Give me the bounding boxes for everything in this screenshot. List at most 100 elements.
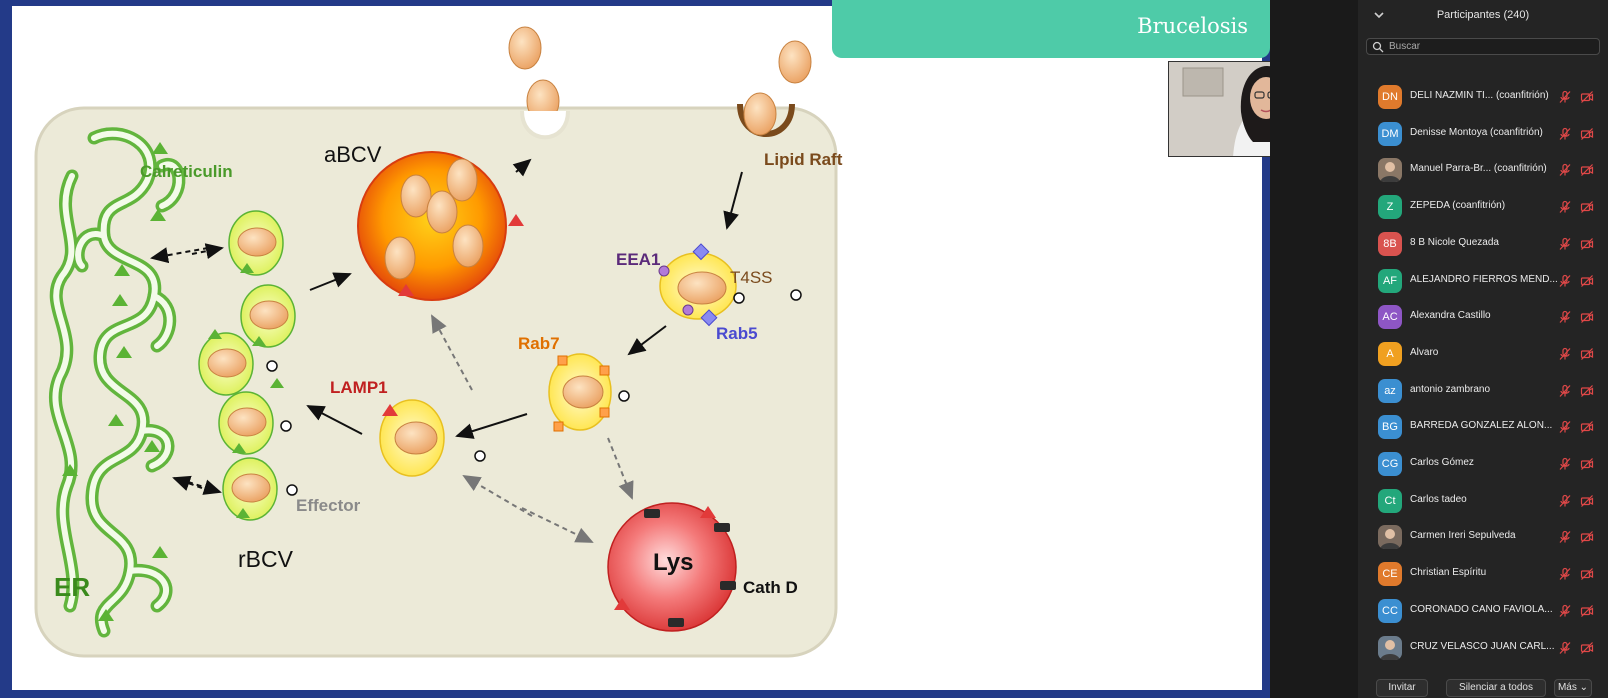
mic-muted-icon[interactable] [1558,604,1572,618]
participant-name: antonio zambrano [1410,383,1491,395]
avatar: CE [1378,562,1402,587]
video-off-icon[interactable] [1580,274,1594,288]
avatar [1378,635,1402,660]
mic-muted-icon[interactable] [1558,274,1572,288]
mic-muted-icon[interactable] [1558,237,1572,251]
avatar: A [1378,341,1402,366]
avatar [1378,158,1402,183]
avatar [1378,525,1402,550]
video-off-icon[interactable] [1580,530,1594,544]
mic-muted-icon[interactable] [1558,530,1572,544]
participant-name: Carlos Gómez [1410,457,1474,468]
mic-muted-icon[interactable] [1558,567,1572,581]
participant-row[interactable]: Manuel Parra-Br... (coanfitrión) [1358,151,1608,188]
invite-button[interactable]: Invitar [1376,679,1428,697]
mute-all-button[interactable]: Silenciar a todos [1446,679,1546,697]
brucella-diagram [34,26,838,658]
avatar: CC [1378,598,1402,623]
mic-muted-icon[interactable] [1558,641,1572,655]
participant-row[interactable]: CC CORONADO CANO FAVIOLA... [1358,592,1608,629]
label-calreticulin: Calreticulin [140,162,233,181]
mic-muted-icon[interactable] [1558,457,1572,471]
participant-name: Carlos tadeo [1410,493,1467,505]
participant-row[interactable]: CE Christian Espíritu [1358,555,1608,592]
participant-name: Manuel Parra-Br... (coanfitrión) [1410,163,1547,175]
video-off-icon[interactable] [1580,420,1594,434]
participant-row[interactable]: DM Denisse Montoya (coanfitrión) [1358,115,1608,152]
search-input[interactable] [1389,39,1594,54]
avatar: AF [1378,268,1402,293]
label-er: ER [54,572,91,602]
video-off-icon[interactable] [1580,384,1594,398]
slide-title-bar: Brucelosis [832,0,1270,58]
participant-row[interactable]: A Alvaro [1358,335,1608,372]
mic-muted-icon[interactable] [1558,163,1572,177]
chevron-down-icon[interactable] [1372,8,1386,22]
search-box[interactable] [1366,38,1600,55]
label-t4ss: T4SS [730,268,773,287]
mic-muted-icon[interactable] [1558,200,1572,214]
participant-name: 8 B Nicole Quezada [1410,236,1499,248]
participant-row[interactable]: az antonio zambrano [1358,372,1608,409]
participant-name: CRUZ VELASCO JUAN CARL... [1410,640,1555,652]
mic-muted-icon[interactable] [1558,310,1572,324]
video-off-icon[interactable] [1580,90,1594,104]
mic-muted-icon[interactable] [1558,494,1572,508]
label-lipid-raft: Lipid Raft [764,150,843,169]
more-button[interactable]: Más ⌄ [1554,679,1592,697]
participant-name: Christian Espíritu [1410,567,1487,579]
video-off-icon[interactable] [1580,163,1594,177]
avatar: DM [1378,121,1402,146]
label-abcv: aBCV [324,142,382,167]
avatar: az [1378,378,1402,403]
mic-muted-icon[interactable] [1558,90,1572,104]
label-rbcv: rBCV [238,546,293,572]
video-off-icon[interactable] [1580,237,1594,251]
participant-name: ZEPEDA (coanfitrión) [1410,200,1506,212]
mic-muted-icon[interactable] [1558,420,1572,434]
avatar: CG [1378,452,1402,476]
participant-row[interactable]: Z ZEPEDA (coanfitrión) [1358,188,1608,225]
mic-muted-icon[interactable] [1558,384,1572,398]
participant-row[interactable]: Carmen Ireri Sepulveda [1358,518,1608,555]
mic-muted-icon[interactable] [1558,127,1572,141]
label-cath-d: Cath D [743,578,798,597]
participant-row[interactable]: AC Alexandra Castillo [1358,298,1608,335]
video-off-icon[interactable] [1580,641,1594,655]
label-rab7: Rab7 [518,334,560,353]
participant-name: Carmen Ireri Sepulveda [1410,530,1516,542]
label-effector: Effector [296,496,361,515]
video-off-icon[interactable] [1580,604,1594,618]
video-off-icon[interactable] [1580,310,1594,324]
video-off-icon[interactable] [1580,127,1594,141]
label-rab5: Rab5 [716,324,758,343]
label-eea1: EEA1 [616,250,661,269]
video-off-icon[interactable] [1580,347,1594,361]
avatar: AC [1378,305,1402,330]
panel-header: Participantes (240) [1358,0,1608,32]
avatar: 8B [1378,231,1402,256]
mic-muted-icon[interactable] [1558,347,1572,361]
slide: Calreticulin aBCV Lipid Raft EEA1 T4SS R… [12,6,1262,690]
slide-title: Brucelosis [1137,14,1248,38]
participant-row[interactable]: CG Carlos Gómez [1358,445,1608,482]
video-off-icon[interactable] [1580,567,1594,581]
video-off-icon[interactable] [1580,457,1594,471]
chevron-down-icon: ⌄ [1576,682,1589,693]
participant-name: Alvaro [1410,346,1439,358]
video-off-icon[interactable] [1580,200,1594,214]
participant-row[interactable]: CRUZ VELASCO JUAN CARL... [1358,629,1608,666]
participant-name: Denisse Montoya (coanfitrión) [1410,126,1543,138]
avatar: Z [1378,195,1402,220]
search-icon [1372,41,1384,53]
participant-row[interactable]: 8B 8 B Nicole Quezada [1358,225,1608,262]
video-off-icon[interactable] [1580,494,1594,508]
avatar: BG [1378,415,1402,440]
participant-name: Alexandra Castillo [1410,310,1491,322]
participant-name: CORONADO CANO FAVIOLA... [1410,603,1553,615]
label-lys: Lys [653,549,694,576]
